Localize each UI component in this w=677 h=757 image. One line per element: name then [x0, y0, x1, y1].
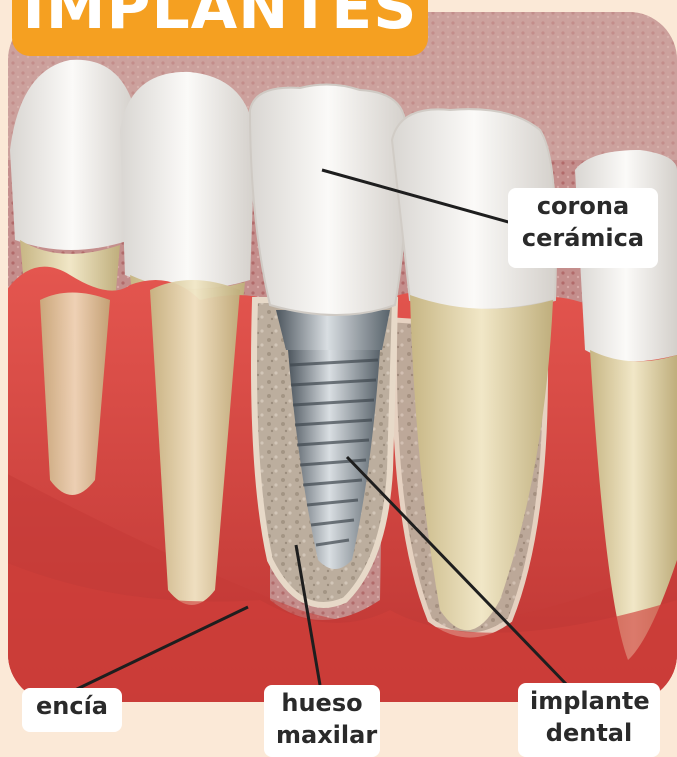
label-hueso-maxilar: hueso maxilar: [264, 685, 380, 757]
label-implante-line1: implante: [530, 685, 648, 717]
label-implante-dental: implante dental: [518, 683, 660, 757]
label-hueso-line2: maxilar: [276, 719, 368, 751]
label-encia-text: encía: [34, 690, 110, 722]
label-implante-line2: dental: [530, 717, 648, 749]
page-title: IMPLANTES: [22, 0, 417, 38]
label-hueso-line1: hueso: [276, 687, 368, 719]
label-corona-ceramica: corona cerámica: [508, 188, 658, 268]
title-tag: IMPLANTES: [12, 0, 428, 56]
label-encia: encía: [22, 688, 122, 732]
ceramic-crown: [250, 84, 406, 315]
label-corona-line1: corona: [520, 190, 646, 222]
label-corona-line2: cerámica: [520, 222, 646, 254]
